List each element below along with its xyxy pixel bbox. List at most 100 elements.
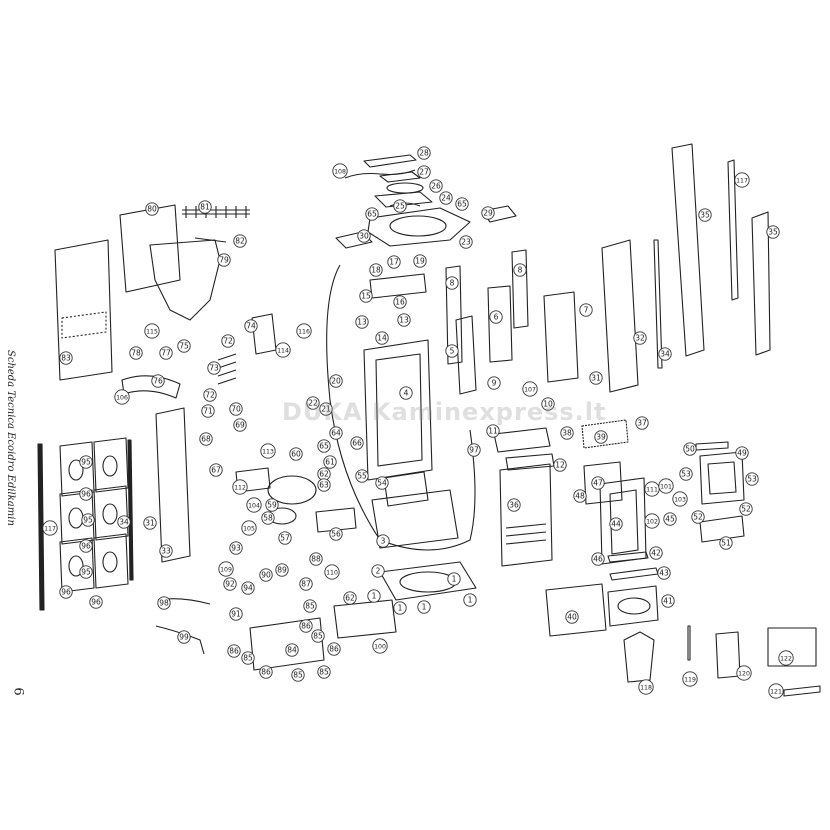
- callout-circle: [445, 344, 459, 358]
- part-34-strip-left: [127, 439, 134, 581]
- part-96-tile-a: [93, 437, 129, 493]
- part-23-top-plate: [367, 207, 471, 247]
- callout-circle: [682, 671, 698, 687]
- callout-label: 96: [81, 542, 91, 551]
- callout-label: 65: [457, 200, 467, 209]
- callout-circle: [229, 541, 243, 555]
- part-35-long-panel: [671, 143, 705, 357]
- part-117-strip: [727, 159, 739, 301]
- callout-circle: [177, 339, 191, 353]
- callout-circle: [233, 234, 247, 248]
- callout-label: 19: [415, 257, 425, 266]
- part-3-firebox-base: [371, 489, 459, 549]
- callout-38: 38: [560, 426, 574, 440]
- callout-107: 107: [522, 381, 538, 397]
- callout-25: 25: [393, 199, 407, 213]
- callout-label: 37: [637, 419, 647, 428]
- callout-label: 43: [659, 569, 669, 578]
- part-8-panel-a: [445, 265, 463, 365]
- callout-label: 47: [593, 479, 603, 488]
- callout-label: 25: [395, 202, 405, 211]
- callout-118: 118: [638, 679, 654, 695]
- callout-1d: 1: [463, 593, 477, 607]
- callout-label: 44: [611, 520, 621, 529]
- callout-circle: [459, 235, 473, 249]
- callout-circle: [117, 515, 131, 529]
- callout-label: 12: [555, 461, 565, 470]
- callout-43: 43: [657, 566, 671, 580]
- callout-circle: [736, 665, 752, 681]
- callout-label: 90: [261, 571, 271, 580]
- watermark: DUKA Kaminexpress.lt: [282, 398, 607, 426]
- callout-circle: [350, 436, 364, 450]
- callout-label: 69: [235, 421, 245, 430]
- callout-label: 5: [450, 347, 455, 356]
- callout-label: 54: [377, 479, 387, 488]
- callout-1e: 1: [393, 601, 407, 615]
- part-121-rod: [783, 685, 821, 697]
- callout-label: 121: [770, 689, 782, 696]
- callout-label: 67: [211, 466, 221, 475]
- callout-21: 21: [319, 402, 333, 416]
- callout-65b: 65: [365, 207, 379, 221]
- callout-label: 58: [263, 514, 273, 523]
- callout-circle: [143, 516, 157, 530]
- callout-label: 73: [209, 364, 219, 373]
- part-14-inner: [375, 353, 423, 467]
- callout-circle: [89, 595, 103, 609]
- part-49-window: [707, 461, 737, 495]
- part-33-side-panel: [155, 407, 191, 563]
- callout-label: 6: [494, 313, 499, 322]
- callout-circle: [355, 315, 369, 329]
- callout-60: 60: [289, 447, 303, 461]
- callout-14: 14: [375, 331, 389, 345]
- callout-11: 11: [486, 424, 500, 438]
- callout-label: 11: [488, 427, 498, 436]
- callout-18: 18: [369, 263, 383, 277]
- callout-label: 95: [81, 568, 91, 577]
- callout-label: 17: [389, 258, 399, 267]
- callout-80: 80: [145, 202, 159, 216]
- callout-103: 103: [672, 491, 688, 507]
- callout-circle: [489, 310, 503, 324]
- callout-label: 49: [737, 449, 747, 458]
- callout-96b: 96: [79, 539, 93, 553]
- callout-120: 120: [736, 665, 752, 681]
- callout-label: 53: [681, 470, 691, 479]
- callout-circle: [177, 630, 191, 644]
- callout-4: 4: [399, 386, 413, 400]
- part-96-ornament-b: [102, 503, 118, 525]
- callout-circle: [299, 577, 313, 591]
- part-42-bar: [607, 551, 649, 563]
- part-39-grill: [581, 419, 629, 449]
- callout-52a: 52: [691, 510, 705, 524]
- callout-circle: [259, 568, 273, 582]
- callout-circle: [672, 491, 688, 507]
- part-117-strip-left: [37, 443, 45, 611]
- callout-label: 97: [469, 446, 479, 455]
- callout-circle: [244, 319, 258, 333]
- callout-label: 83: [61, 354, 71, 363]
- callout-label: 103: [674, 497, 686, 504]
- callout-35b: 35: [766, 225, 780, 239]
- callout-circle: [329, 426, 343, 440]
- callout-label: 16: [395, 298, 405, 307]
- callout-52b: 52: [739, 502, 753, 516]
- callout-81: 81: [198, 200, 212, 214]
- callout-label: 48: [575, 492, 585, 501]
- part-83-back-panel: [54, 239, 113, 381]
- callout-40: 40: [565, 610, 579, 624]
- part-96-ornament-c: [102, 551, 118, 573]
- callout-label: 57: [280, 534, 290, 543]
- callout-label: 98: [159, 599, 169, 608]
- callout-label: 52: [693, 513, 703, 522]
- callout-circle: [679, 467, 693, 481]
- callout-label: 21: [321, 405, 331, 414]
- callout-circle: [217, 253, 231, 267]
- callout-circle: [157, 596, 171, 610]
- callout-13a: 13: [355, 315, 369, 329]
- callout-label: 79: [219, 256, 229, 265]
- callout-circle: [159, 346, 173, 360]
- callout-circle: [323, 455, 337, 469]
- callout-65: 65: [455, 197, 469, 211]
